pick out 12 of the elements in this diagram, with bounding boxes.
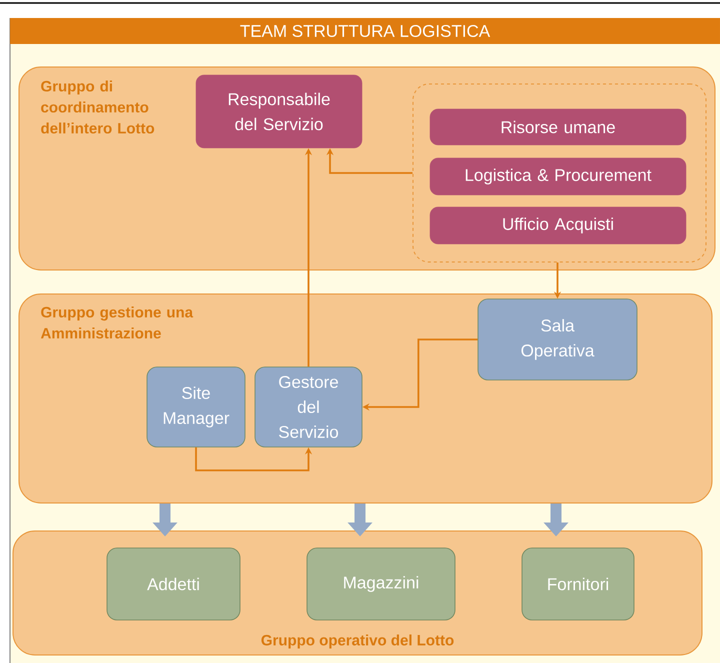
role-box: Sala Operativa (478, 298, 638, 380)
unit-box: Fornitori (522, 548, 634, 620)
title-bar: TEAM STRUTTURA LOGISTICA (10, 18, 720, 44)
role-box: Logistica & Procurement (430, 158, 686, 196)
role-box: Site Manager (146, 366, 246, 448)
dashed-frame (412, 84, 706, 262)
role-box: Responsabile del Servizio (196, 74, 362, 148)
role-box: Risorse umane (430, 108, 686, 146)
role-box: Gestore del Servizio (254, 366, 362, 448)
role-box: Ufficio Acquisti (430, 206, 686, 244)
unit-box: Magazzini (306, 548, 456, 620)
unit-box: Addetti (106, 548, 240, 620)
